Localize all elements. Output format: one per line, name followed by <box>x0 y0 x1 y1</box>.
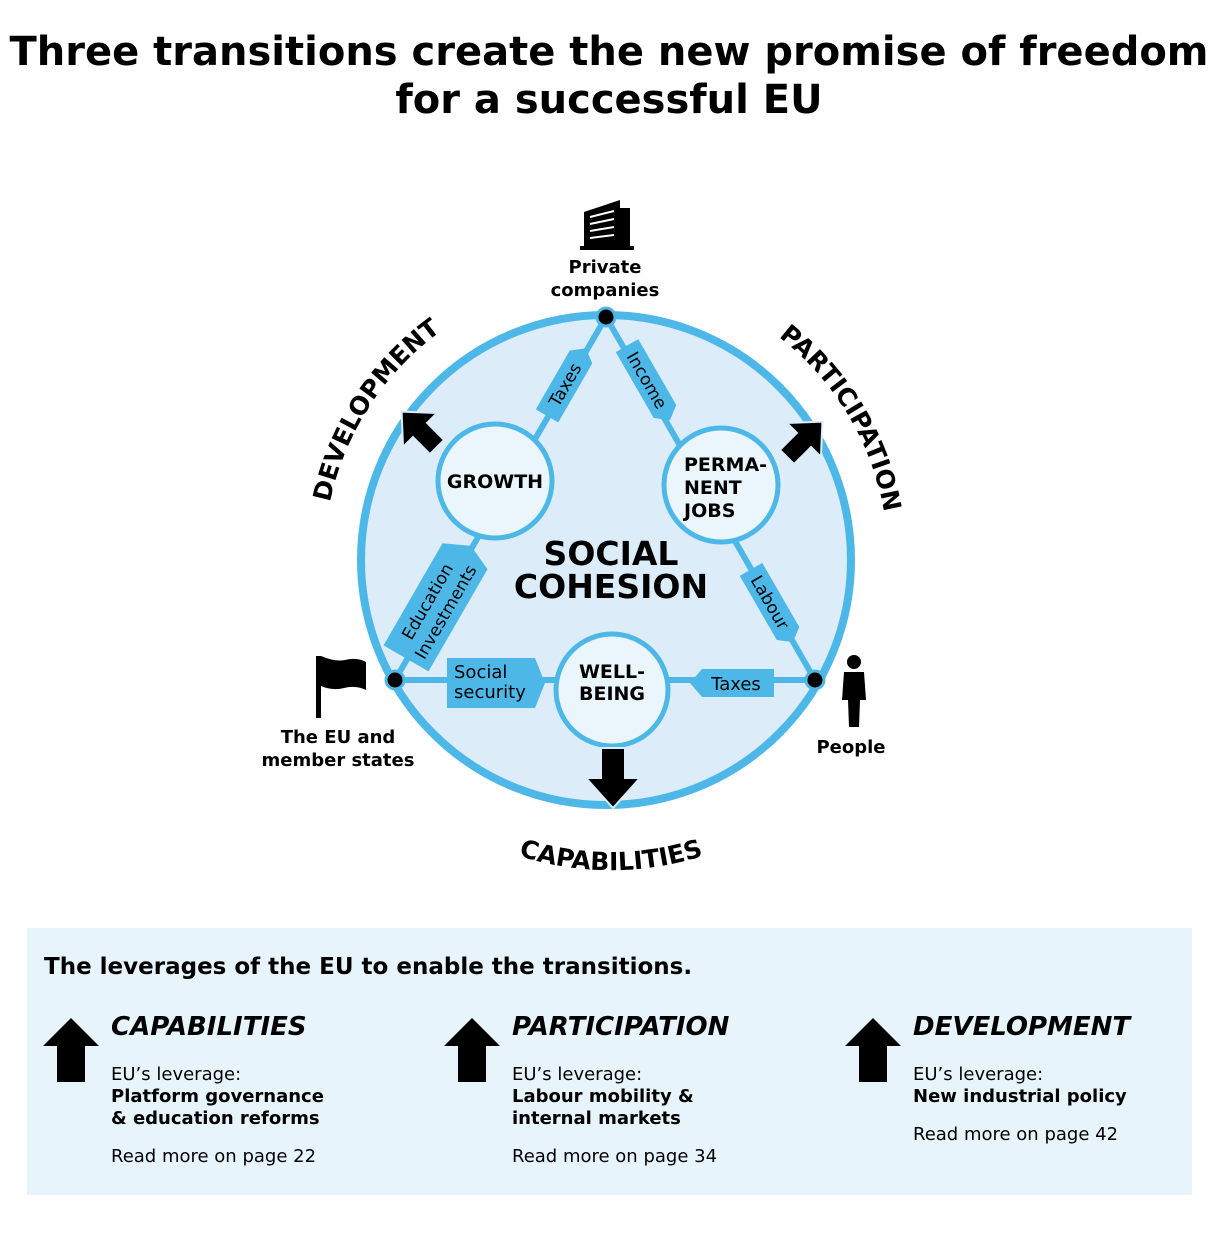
development-arrow-icon <box>400 410 446 456</box>
svg-text:JOBS: JOBS <box>682 500 735 522</box>
leverages-panel: The leverages of the EU to enable the tr… <box>27 928 1192 1195</box>
leverage-text: EU’s leverage: Platform governance & edu… <box>111 1064 324 1130</box>
label-member-states: member states <box>262 750 415 771</box>
page-title: Three transitions create the new promise… <box>0 28 1218 124</box>
participation-arrow-icon <box>778 420 824 466</box>
svg-text:security: security <box>454 682 526 703</box>
svg-text:Social: Social <box>454 662 507 683</box>
panel-title: The leverages of the EU to enable the tr… <box>44 954 693 980</box>
flag-icon <box>316 656 366 718</box>
building-icon <box>580 200 634 250</box>
leverage-heading: CAPABILITIES <box>111 1012 307 1042</box>
flow-social-security: Social security <box>447 658 545 708</box>
transitions-diagram: Taxes Income Education Investments Labou… <box>262 200 907 877</box>
leverage-value: & education reforms <box>111 1108 320 1129</box>
leverage-value: internal markets <box>512 1108 681 1129</box>
node-private-companies <box>595 306 617 328</box>
label-companies: companies <box>551 280 660 301</box>
svg-text:COHESION: COHESION <box>514 567 708 606</box>
read-more-link[interactable]: Read more on page 34 <box>512 1146 718 1167</box>
label-eu: The EU and <box>281 727 396 748</box>
transition-capabilities: CAPABILITIES <box>517 834 706 877</box>
leverage-value: New industrial policy <box>913 1086 1127 1107</box>
leverage-value: Platform governance <box>111 1086 324 1107</box>
center-label: SOCIAL COHESION <box>514 534 708 606</box>
leverage-text: EU’s leverage: New industrial policy <box>913 1064 1127 1108</box>
svg-text:SOCIAL: SOCIAL <box>544 534 679 573</box>
up-arrow-icon <box>444 1018 500 1082</box>
hub-growth: GROWTH <box>435 421 555 541</box>
svg-text:Taxes: Taxes <box>710 674 761 695</box>
svg-text:WELL-: WELL- <box>579 661 645 683</box>
flow-taxes-bottom: Taxes <box>690 669 774 697</box>
label-people: People <box>816 737 885 758</box>
svg-text:GROWTH: GROWTH <box>447 471 543 493</box>
label-private: Private <box>569 257 642 278</box>
node-eu <box>384 669 406 691</box>
title-line-1: Three transitions create the new promise… <box>9 29 1209 75</box>
read-more-link[interactable]: Read more on page 22 <box>111 1146 317 1167</box>
leverage-text: EU’s leverage: Labour mobility & interna… <box>512 1064 694 1130</box>
title-line-2: for a successful EU <box>395 77 823 123</box>
leverage-label: EU’s leverage: <box>111 1064 242 1085</box>
up-arrow-icon <box>845 1018 901 1082</box>
person-icon <box>842 655 866 727</box>
read-more-link[interactable]: Read more on page 42 <box>913 1124 1119 1145</box>
leverage-heading: DEVELOPMENT <box>913 1012 1131 1042</box>
leverage-label: EU’s leverage: <box>913 1064 1044 1085</box>
leverage-value: Labour mobility & <box>512 1086 694 1107</box>
hub-wellbeing: WELL- BEING <box>553 631 671 749</box>
svg-text:NENT: NENT <box>684 477 742 499</box>
capabilities-arrow-icon <box>583 747 643 810</box>
node-people <box>804 669 826 691</box>
svg-text:BEING: BEING <box>579 683 645 705</box>
leverage-heading: PARTICIPATION <box>512 1012 730 1042</box>
leverage-label: EU’s leverage: <box>512 1064 643 1085</box>
up-arrow-icon <box>43 1018 99 1082</box>
hub-permanent-jobs: PERMA- NENT JOBS <box>661 425 781 545</box>
svg-text:PERMA-: PERMA- <box>684 454 767 476</box>
